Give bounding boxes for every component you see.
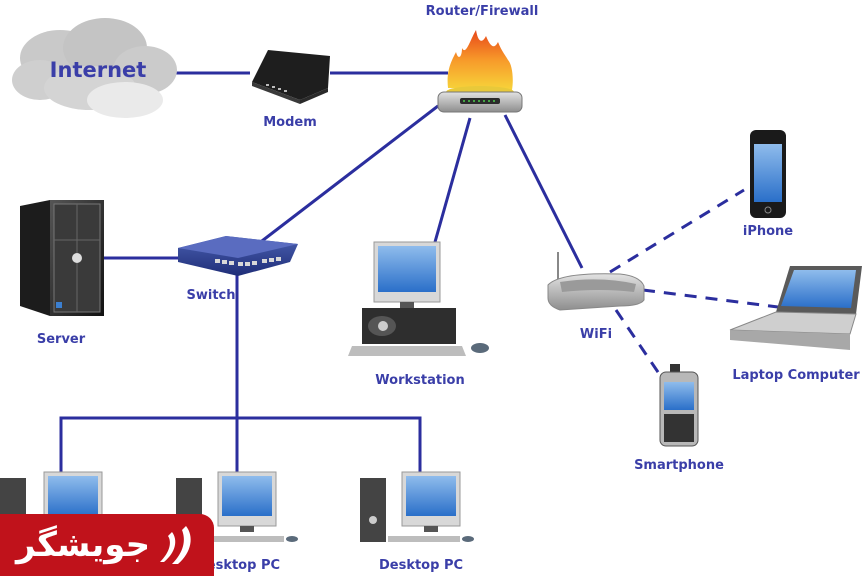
iphone-icon bbox=[750, 130, 786, 218]
laptop-label: Laptop Computer bbox=[732, 368, 860, 383]
server-label: Server bbox=[36, 332, 86, 347]
watermark-logo-icon bbox=[160, 526, 191, 564]
desktop-pc-icon-2 bbox=[176, 471, 298, 542]
link-wifi-smartphone bbox=[614, 309, 664, 379]
firewall-router-icon bbox=[437, 30, 523, 113]
workstation-label: Workstation bbox=[375, 373, 465, 388]
modem-icon bbox=[252, 50, 330, 104]
links bbox=[59, 71, 584, 472]
link-wifi-iphone bbox=[609, 188, 745, 274]
iphone-label: iPhone bbox=[742, 224, 794, 239]
server-tower-icon bbox=[20, 200, 104, 316]
link-router-switch bbox=[257, 104, 439, 246]
switch-label: Switch bbox=[186, 288, 236, 303]
desktop-pc-label-3: Desktop PC bbox=[378, 558, 464, 573]
wifi-router-icon bbox=[547, 252, 645, 311]
wireless-links bbox=[609, 188, 779, 379]
wifi-label: WiFi bbox=[579, 327, 613, 342]
internet-label: Internet bbox=[49, 58, 147, 82]
desktop-pc-icon-3 bbox=[360, 471, 474, 542]
link-router-wifi bbox=[503, 114, 584, 269]
smartphone-icon bbox=[659, 364, 699, 447]
watermark-badge: جویشگر bbox=[0, 514, 214, 576]
cloud-icon bbox=[12, 18, 177, 118]
network-switch-icon bbox=[178, 236, 298, 276]
workstation-icon bbox=[348, 241, 489, 356]
link-wifi-laptop bbox=[642, 288, 779, 309]
link-router-workstation bbox=[433, 117, 472, 243]
modem-label: Modem bbox=[263, 115, 317, 130]
watermark-text: جویشگر bbox=[16, 525, 151, 565]
desktop-pc-label-2: Desktop PC bbox=[195, 558, 281, 573]
router-label: Router/Firewall bbox=[425, 4, 539, 19]
link-bus-horizontal bbox=[59, 416, 422, 472]
smartphone-label: Smartphone bbox=[634, 458, 724, 473]
laptop-icon bbox=[729, 266, 862, 350]
